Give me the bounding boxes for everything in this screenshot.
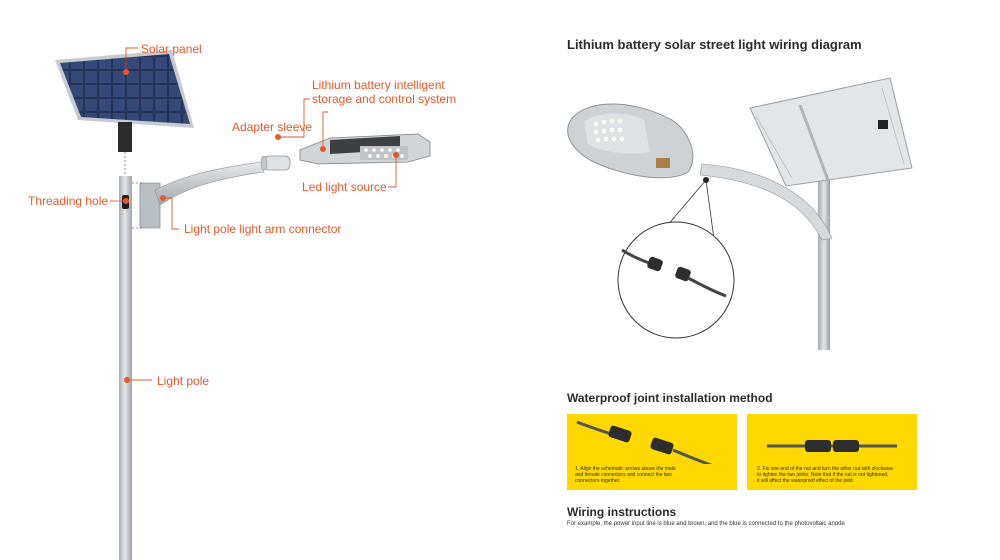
light-arm (154, 161, 265, 206)
wiring-diagram-title: Lithium battery solar street light wirin… (567, 37, 862, 52)
label-arm-connector: Light pole light arm connector (184, 222, 342, 236)
step2-panel: 2. Fix one end of the nut and turn the o… (747, 414, 917, 490)
label-adapter-sleeve: Adapter sleeve (232, 120, 313, 134)
step2-connector-illustration (767, 440, 897, 452)
dot-solar-panel (123, 69, 129, 75)
dot-adapter-sleeve (275, 134, 281, 140)
step2-text-3: it will affect the waterproof effect of … (757, 478, 855, 484)
step1-text-2: and female connectors and connect the tw… (575, 472, 672, 478)
connector-magnifier (617, 221, 735, 339)
label-lithium-line1: Lithium battery intelligent (312, 78, 445, 92)
label-led-light-source: Led light source (302, 180, 387, 194)
step1-text-3: connectors together. (575, 478, 621, 484)
step2-text-2: to tighten the two joints. Note that if … (757, 472, 889, 478)
label-lithium-line2: storage and control system (312, 92, 457, 106)
annotation-leaders (110, 47, 397, 381)
arm-connector (139, 182, 161, 229)
solar-panel (55, 50, 194, 152)
wiring-diagram-illustration (567, 77, 913, 350)
magnified-connectors (621, 248, 727, 298)
step1-text-1: 1. Align the schematic arrows above the … (575, 466, 676, 472)
dot-led-source (393, 152, 399, 158)
wiring-instructions-title: Wiring instructions (567, 505, 677, 519)
wiring-pole (818, 150, 830, 350)
step2-text-1: 2. Fix one end of the nut and turn the o… (757, 466, 894, 472)
waterproof-title: Waterproof joint installation method (567, 391, 773, 405)
light-pole (119, 176, 132, 560)
label-threading-hole: Threading hole (28, 194, 109, 208)
dot-threading-hole (123, 198, 129, 204)
dot-light-pole (124, 377, 130, 383)
street-light-exploded-diagram (55, 47, 431, 560)
wiring-instructions-text: For example, the power input line is blu… (567, 521, 845, 527)
label-light-pole: Light pole (157, 374, 210, 388)
led-array (360, 146, 408, 160)
dot-lithium-battery (320, 146, 326, 152)
step1-panel: 1. Align the schematic arrows above the … (567, 414, 737, 490)
wiring-arm (699, 163, 833, 241)
wiring-solar-panel (749, 77, 913, 187)
adapter-sleeve (263, 155, 291, 171)
step1-connector-illustration (576, 420, 713, 464)
dot-arm-connector (160, 195, 166, 201)
label-solar-panel: Solar panel (141, 42, 202, 56)
